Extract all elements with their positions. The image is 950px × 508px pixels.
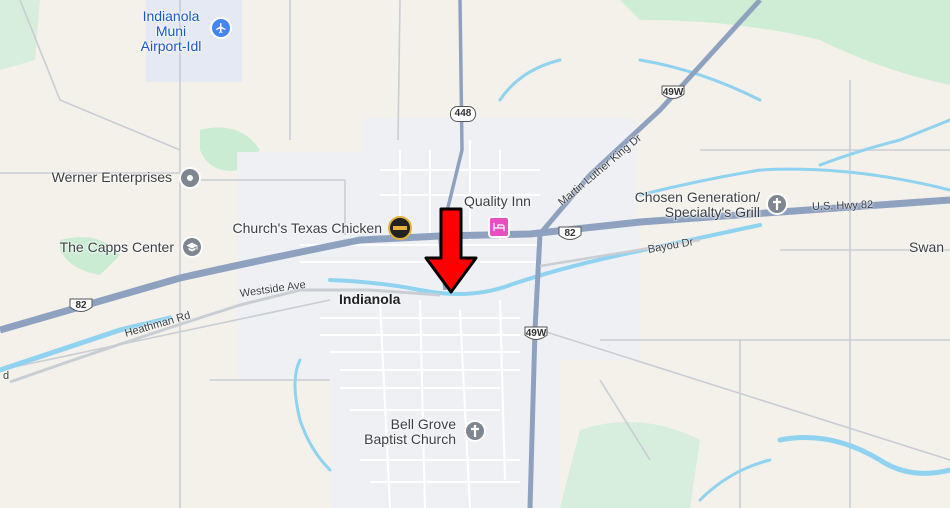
road-label-edge: d <box>3 370 10 382</box>
school-icon[interactable] <box>181 236 203 258</box>
poi-label-chosen[interactable]: Chosen Generation/ Specialty's Grill <box>634 189 760 220</box>
route-shield-49w-south: 49W <box>524 326 548 340</box>
church-icon[interactable] <box>766 193 788 215</box>
route-shield-82-west: 82 <box>68 298 94 314</box>
place-label-swan: Swan <box>909 239 945 255</box>
place-label-indianola: Indianola <box>339 291 401 307</box>
hotel-icon[interactable] <box>488 216 510 238</box>
restaurant-logo-icon[interactable] <box>388 216 412 240</box>
poi-label-quality-inn[interactable]: Quality Inn <box>464 193 531 209</box>
road-label-us82: U.S. Hwy 82 <box>811 198 874 213</box>
poi-label-werner[interactable]: Werner Enterprises <box>51 169 172 185</box>
place-pin-icon[interactable] <box>179 167 201 189</box>
route-shield-82-center: 82 <box>557 226 583 242</box>
route-shield-49w-north: 49W <box>661 85 685 99</box>
poi-label-bell-grove[interactable]: Bell Grove Baptist Church <box>364 416 456 447</box>
red-arrow-icon <box>424 207 478 294</box>
poi-label-churchs[interactable]: Church's Texas Chicken <box>232 220 382 236</box>
church-icon[interactable] <box>464 420 486 442</box>
route-shield-448: 448 <box>450 106 476 122</box>
airport-icon[interactable] <box>210 17 232 39</box>
poi-label-capps[interactable]: The Capps Center <box>59 239 174 255</box>
poi-label-airport[interactable]: Indianola Muni Airport-Idl <box>140 8 202 54</box>
